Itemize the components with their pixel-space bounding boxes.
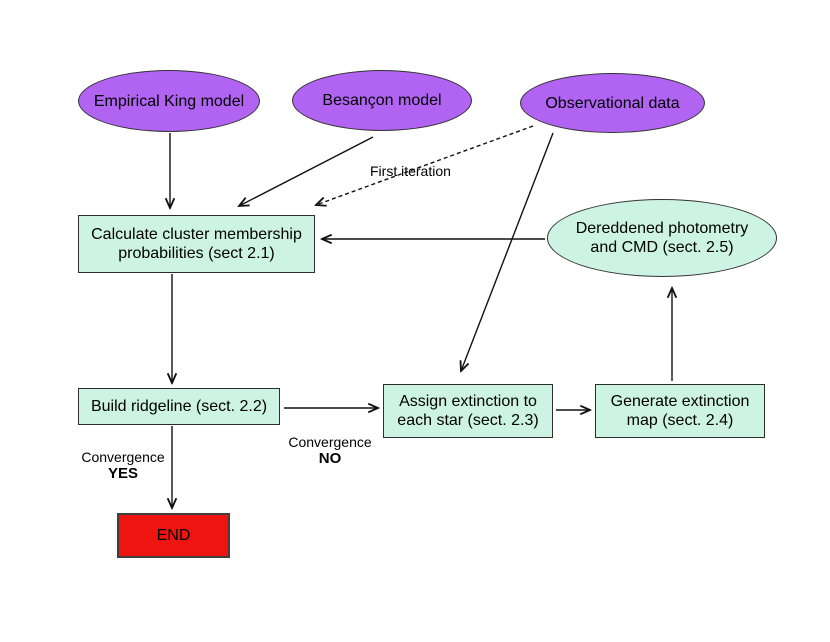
edge-label-first-iteration: First iteration bbox=[370, 163, 451, 179]
node-assign-extinction: Assign extinction to each star (sect. 2.… bbox=[383, 384, 553, 438]
node-empirical-king-model-label: Empirical King model bbox=[93, 92, 245, 110]
edge-label-yes-word: YES bbox=[107, 465, 138, 482]
node-empirical-king-model: Empirical King model bbox=[78, 70, 260, 132]
edge-label-no-word: NO bbox=[318, 450, 342, 467]
node-generate-extinction-map-label: Generate extinction map (sect. 2.4) bbox=[610, 393, 750, 429]
node-assign-extinction-label: Assign extinction to each star (sect. 2.… bbox=[397, 393, 539, 429]
edge-label-convergence-no-word: Convergence bbox=[288, 434, 372, 450]
edge-label-convergence-no: Convergence NO bbox=[282, 434, 378, 467]
node-build-ridgeline-label: Build ridgeline (sect. 2.2) bbox=[90, 398, 268, 415]
arrow-observational-to-assign-extinction bbox=[461, 132, 554, 371]
node-observational-data: Observational data bbox=[520, 73, 705, 133]
node-generate-extinction-map: Generate extinction map (sect. 2.4) bbox=[595, 384, 765, 438]
node-calculate-membership-probabilities: Calculate cluster membership probabiliti… bbox=[78, 215, 315, 273]
node-dereddened-photometry-cmd: Dereddened photometry and CMD (sect. 2.5… bbox=[547, 199, 777, 277]
node-end-label: END bbox=[156, 527, 191, 544]
node-besancon-model: Besançon model bbox=[292, 70, 472, 131]
node-end: END bbox=[117, 513, 230, 558]
node-dereddened-photometry-cmd-label: Dereddened photometry and CMD (sect. 2.5… bbox=[575, 220, 749, 256]
node-build-ridgeline: Build ridgeline (sect. 2.2) bbox=[78, 388, 280, 425]
edge-label-convergence-yes-word: Convergence bbox=[81, 449, 165, 465]
node-calculate-membership-probabilities-label: Calculate cluster membership probabiliti… bbox=[91, 226, 302, 262]
arrow-besancon-to-calculate bbox=[239, 136, 374, 206]
edge-label-convergence-yes: Convergence YES bbox=[75, 449, 171, 482]
node-observational-data-label: Observational data bbox=[545, 94, 680, 112]
node-besancon-model-label: Besançon model bbox=[322, 92, 442, 109]
